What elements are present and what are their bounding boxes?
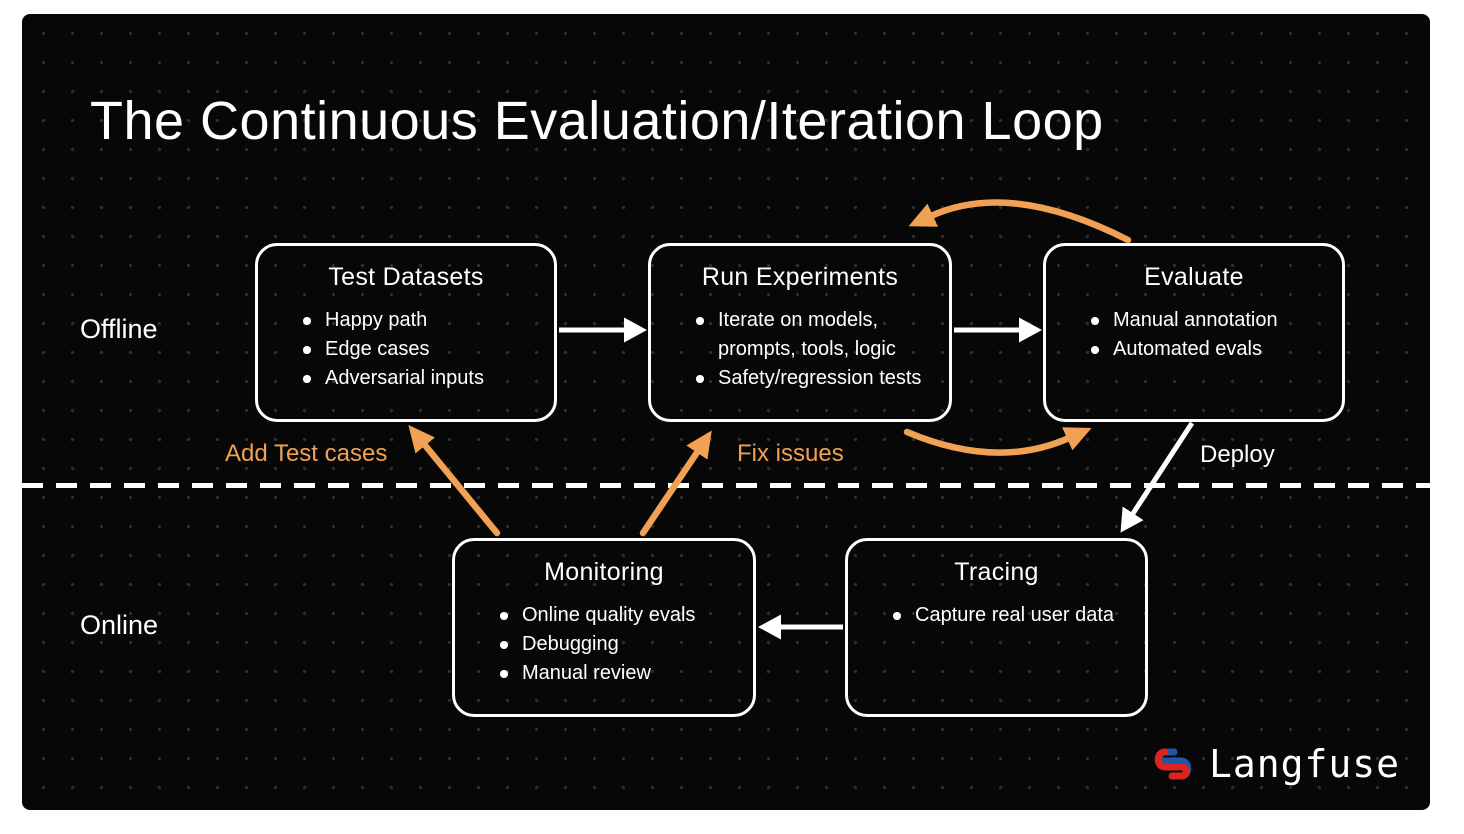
offline-online-divider	[22, 483, 1430, 488]
node-monitoring: Monitoring Online quality evals Debuggin…	[452, 538, 756, 717]
langfuse-logo: Langfuse	[1149, 740, 1400, 788]
fix-issues-label: Fix issues	[737, 440, 844, 467]
bullet-item: Capture real user data	[889, 601, 1133, 630]
deploy-label: Deploy	[1200, 441, 1275, 468]
bullet-item: Happy path	[299, 306, 542, 335]
bullet-item: Iterate on models, prompts, tools, logic	[692, 306, 937, 364]
node-title: Test Datasets	[328, 263, 484, 291]
bullet-item: Online quality evals	[496, 601, 741, 630]
slide-title: The Continuous Evaluation/Iteration Loop	[90, 91, 1104, 151]
langfuse-wordmark: Langfuse	[1208, 742, 1400, 786]
node-tracing: Tracing Capture real user data	[845, 538, 1148, 717]
bullet-item: Safety/regression tests	[692, 364, 937, 393]
node-title: Run Experiments	[701, 263, 899, 291]
bullet-item: Manual review	[496, 659, 741, 688]
node-evaluate: Evaluate Manual annotation Automated eva…	[1043, 243, 1345, 422]
bullet-item: Debugging	[496, 630, 741, 659]
bullet-item: Adversarial inputs	[299, 364, 542, 393]
node-test-datasets: Test Datasets Happy path Edge cases Adve…	[255, 243, 557, 422]
langfuse-knot-icon	[1154, 748, 1192, 780]
node-title: Evaluate	[1144, 263, 1244, 291]
node-title: Tracing	[954, 558, 1039, 586]
add-test-cases-label: Add Test cases	[225, 440, 388, 467]
online-section-label: Online	[80, 610, 159, 640]
node-run-experiments: Run Experiments Iterate on models, promp…	[648, 243, 952, 422]
offline-section-label: Offline	[80, 314, 158, 344]
node-bullet-list: Manual annotation Automated evals	[1046, 306, 1342, 364]
node-title: Monitoring	[544, 558, 664, 586]
bullet-item: Manual annotation	[1087, 306, 1330, 335]
node-bullet-list: Capture real user data	[848, 601, 1145, 630]
bullet-item: Edge cases	[299, 335, 542, 364]
node-bullet-list: Happy path Edge cases Adversarial inputs	[258, 306, 554, 393]
node-bullet-list: Iterate on models, prompts, tools, logic…	[651, 306, 949, 393]
bullet-item: Automated evals	[1087, 335, 1330, 364]
node-bullet-list: Online quality evals Debugging Manual re…	[455, 601, 753, 688]
slide-canvas: The Continuous Evaluation/Iteration Loop…	[22, 14, 1430, 810]
